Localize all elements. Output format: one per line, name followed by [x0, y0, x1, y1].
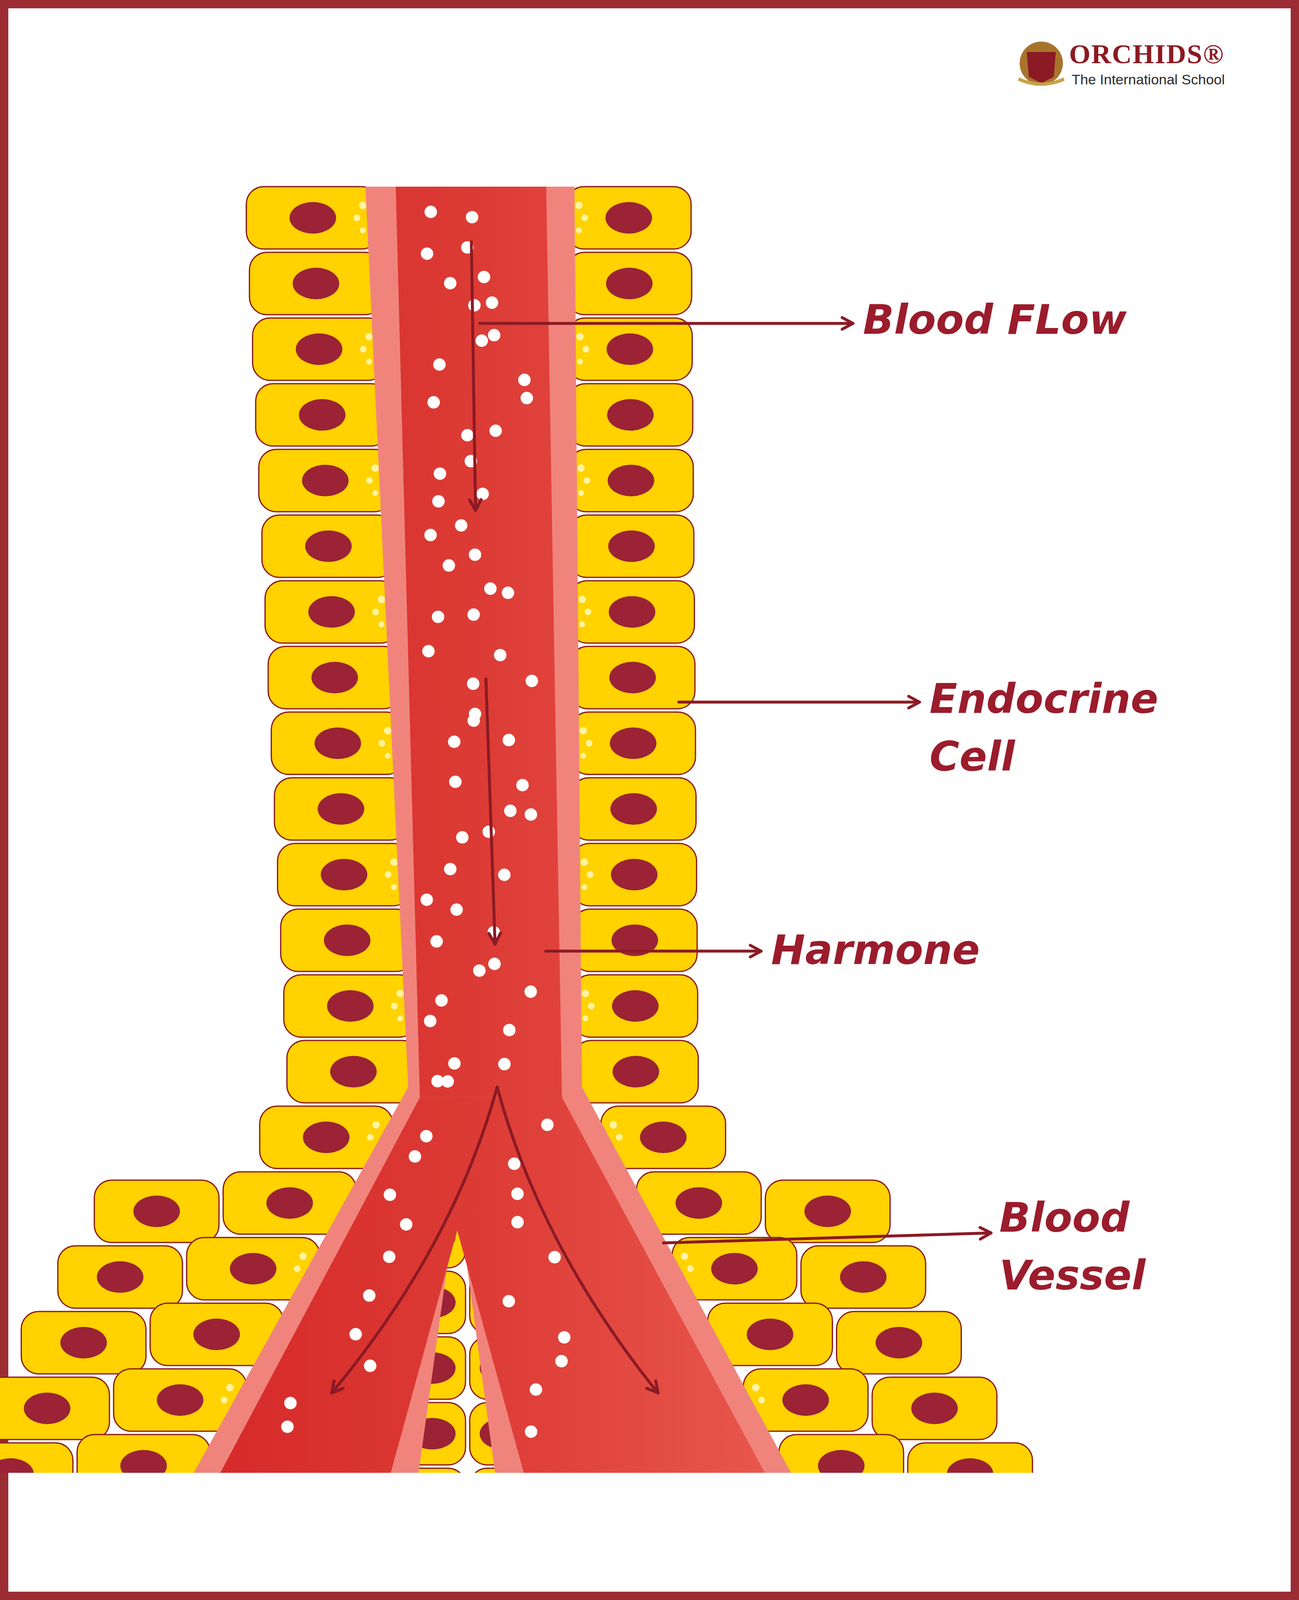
endocrine-cell	[566, 186, 692, 249]
endocrine-cell	[0, 1442, 73, 1473]
endocrine-cell	[572, 974, 698, 1038]
endocrine-cell	[571, 843, 697, 906]
endocrine-cell	[265, 580, 399, 644]
endocrine-cell	[286, 1040, 420, 1103]
endocrine-cell	[0, 1377, 110, 1440]
endocrine-cell	[568, 383, 693, 447]
endocrine-cell	[907, 1442, 1033, 1473]
frame	[4, 4, 1295, 1596]
endocrine-cell	[258, 449, 392, 512]
endocrine-cell	[21, 1311, 146, 1374]
logo-tagline: The International School	[1071, 71, 1226, 88]
endocrine-cell	[566, 252, 692, 315]
endocrine-cell	[573, 1040, 699, 1103]
endocrine-cell	[274, 777, 408, 841]
hormone-dots	[280, 205, 571, 1438]
endocrine-cells	[0, 186, 1033, 1473]
endocrine-cell	[255, 383, 389, 447]
endocrine-cell	[268, 646, 402, 709]
endocrine-cell	[571, 777, 696, 841]
endocrine-cell	[572, 909, 698, 972]
callout-label: Blood Vessel	[999, 1188, 1249, 1305]
endocrine-cell	[801, 1245, 926, 1309]
endocrine-cell	[569, 515, 694, 578]
endocrine-cell	[570, 646, 696, 709]
endocrine-cell	[57, 1245, 183, 1309]
callout-label: Endocrine Cell	[929, 670, 1196, 786]
endocrine-cell	[567, 317, 693, 381]
endocrine-cell	[249, 252, 383, 315]
endocrine-cell	[778, 1434, 904, 1473]
endocrine-cell	[283, 974, 417, 1038]
endocrine-cell	[94, 1180, 220, 1243]
endocrine-cell	[271, 712, 405, 775]
flow-arrows	[331, 241, 659, 1393]
endocrine-cell	[261, 515, 395, 578]
endocrine-cell	[280, 909, 414, 972]
endocrine-cell	[252, 317, 386, 381]
logo-emblem	[1018, 41, 1065, 85]
endocrine-cell	[76, 1434, 210, 1473]
endocrine-cell	[765, 1180, 890, 1243]
endocrine-cell	[246, 186, 380, 249]
leader-lines	[479, 323, 991, 1243]
endocrine-cell	[836, 1311, 962, 1374]
endocrine-cell	[277, 843, 411, 906]
logo-name: ORCHIDS®	[1069, 38, 1225, 70]
endocrine-cell	[872, 1377, 997, 1440]
callout-label: Blood FLow	[862, 290, 1238, 349]
endocrine-cell	[570, 712, 696, 775]
callout-label: Harmone	[771, 921, 1063, 979]
endocrine-cell	[568, 449, 694, 512]
endocrine-cell	[569, 580, 695, 644]
blood-vessel	[193, 186, 792, 1473]
